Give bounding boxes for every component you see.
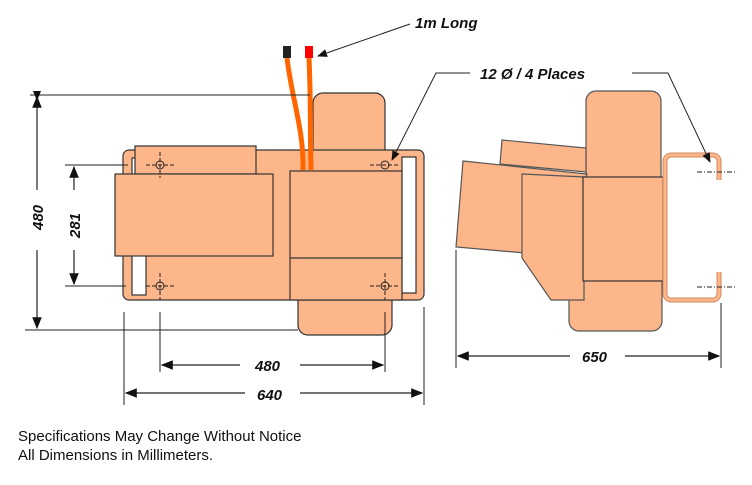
- dim-height-inner: 281: [67, 213, 84, 239]
- dim-width-outer: 640: [257, 387, 283, 404]
- note-units: All Dimensions in Millimeters.: [18, 447, 214, 464]
- top-panel: [134, 145, 257, 175]
- label-wire-length: 1m Long: [415, 15, 478, 32]
- note-specs: Specifications May Change Without Notice: [18, 428, 302, 445]
- red-wire-tip: [305, 46, 313, 58]
- label-holes: 12 Ø / 4 Places: [480, 66, 585, 83]
- slot-right: [401, 156, 417, 294]
- left-box: [114, 173, 274, 257]
- bracket: [662, 152, 722, 303]
- center-box: [289, 170, 403, 301]
- wires: [284, 57, 314, 171]
- dim-depth: 650: [582, 349, 608, 366]
- black-wire-tip: [283, 46, 291, 58]
- dim-height-outer: 480: [30, 204, 47, 231]
- dim-width-inner: 480: [254, 358, 281, 375]
- mount-holes: [146, 152, 400, 300]
